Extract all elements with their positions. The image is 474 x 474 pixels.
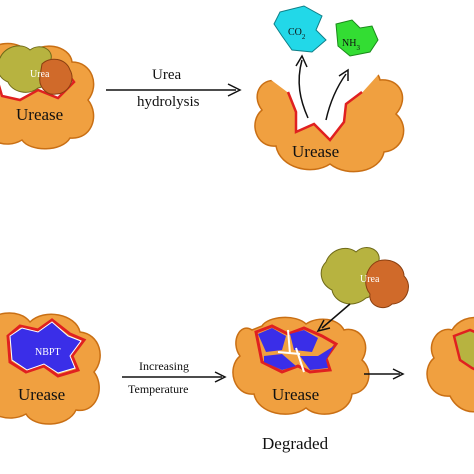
bottom-right-active-site [452, 328, 474, 371]
free-urea: Urea [316, 247, 409, 333]
nh3-release-arrow [325, 73, 347, 121]
condition-label-line1: Increasing [139, 359, 189, 373]
degraded-nbpt-fragment-3 [264, 354, 296, 370]
bottom-left-urease-label: Urease [18, 385, 65, 404]
degraded-nbpt-fragment-4 [300, 346, 334, 370]
degraded-nbpt-fragment-2 [290, 330, 318, 352]
temperature-arrow-head [214, 371, 227, 383]
middle-urease-label: Urease [272, 385, 319, 404]
middle-urease-complex: Urease Degraded [232, 316, 370, 453]
nh3-product: NH3 [335, 19, 379, 57]
co2-release-arrow-head [295, 54, 308, 68]
bottom-left-nbpt-label: NBPT [35, 347, 61, 358]
free-urea-label: Urea [360, 274, 380, 285]
top-left-urease-label: Urease [16, 105, 63, 124]
result-step [364, 368, 405, 380]
reaction-label-line1: Urea [152, 67, 181, 83]
result-arrow-head [392, 368, 405, 380]
bottom-right-urease-complex [426, 316, 474, 413]
reaction-arrow-head [227, 83, 242, 97]
condition-label-line2: Temperature [128, 382, 188, 396]
degraded-nbpt-fragment-1 [258, 328, 286, 352]
bottom-left-nbpt-outline [6, 318, 87, 378]
urea-hydrolysis-step: Urea hydrolysis [106, 67, 242, 110]
co2-release-arrow [298, 59, 309, 119]
degraded-label: Degraded [262, 434, 329, 453]
co2-molecule-shape [273, 5, 327, 53]
urea-approach-arrow-shaft [321, 303, 351, 329]
top-right-urease-complex: Urease [254, 54, 405, 173]
bottom-left-nbpt-shape [9, 321, 82, 374]
nh3-label: NH3 [342, 38, 360, 52]
degraded-crack-lines [277, 329, 305, 373]
bottom-left-urease-complex: NBPT Urease [0, 312, 101, 425]
temperature-step: Increasing Temperature [122, 359, 227, 396]
urea-approach-arrow-head [316, 319, 331, 333]
top-right-active-site-edge [286, 91, 363, 142]
co2-product: CO2 [273, 5, 327, 53]
free-urea-brown [365, 259, 409, 309]
nh3-release-arrow-head [338, 68, 349, 81]
top-left-urease-complex: Urea Urease [0, 42, 95, 150]
reaction-label-line2: hydrolysis [137, 94, 200, 110]
top-left-urea-brown [39, 58, 73, 95]
top-left-urea-label: Urea [30, 69, 50, 80]
nh3-molecule-shape [335, 19, 379, 57]
top-right-urease-label: Urease [292, 142, 339, 161]
co2-label: CO2 [288, 27, 306, 41]
